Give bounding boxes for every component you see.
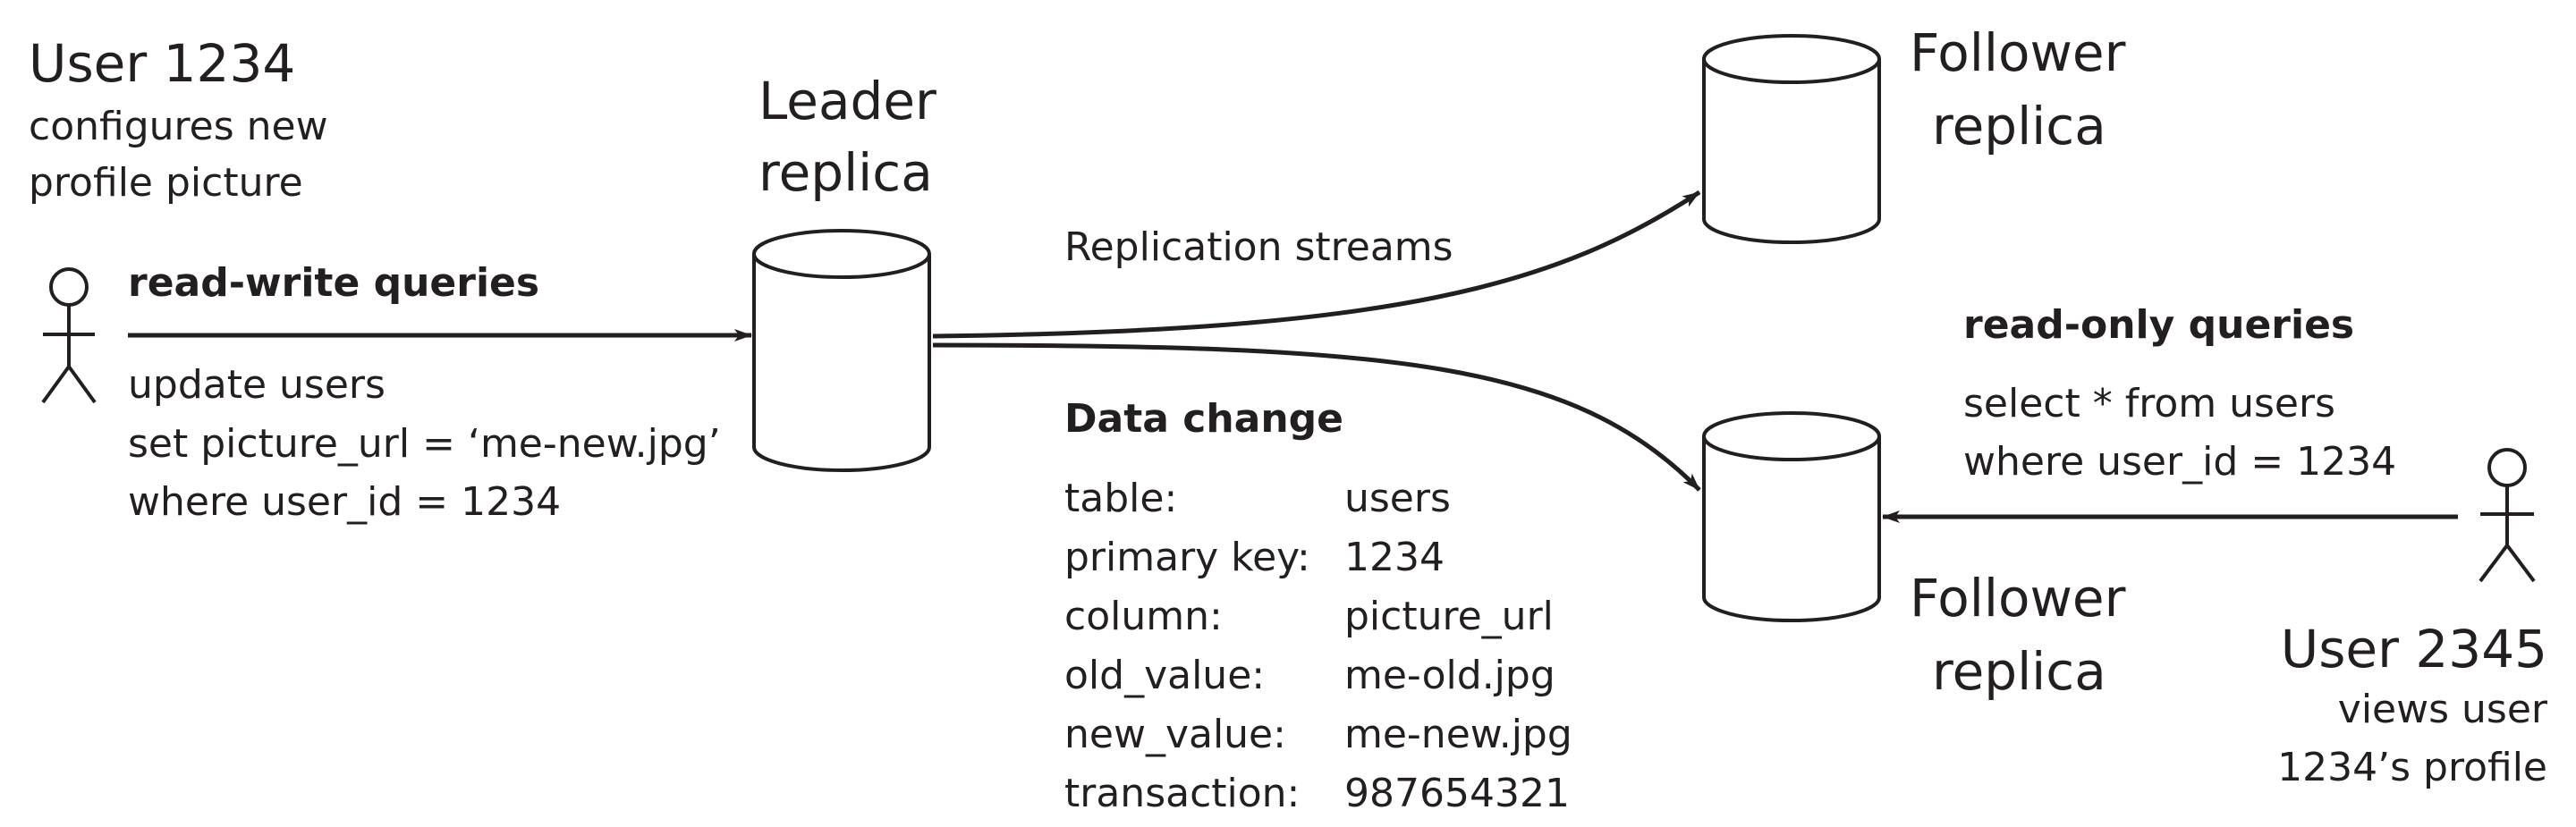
data-change-value: me-old.jpg bbox=[1344, 653, 1555, 698]
database-cylinder-icon bbox=[1702, 34, 1881, 244]
data-change-value: 1234 bbox=[1344, 535, 1445, 580]
user-2345-name: User 2345 bbox=[2280, 619, 2547, 679]
write-query-line2: set picture_url = ‘me-new.jpg’ bbox=[128, 421, 721, 467]
read-query-heading: read-only queries bbox=[1963, 302, 2355, 348]
leader-label-line2: replica bbox=[758, 142, 933, 203]
user-1234-name: User 1234 bbox=[29, 33, 296, 94]
data-change-key: old_value: bbox=[1064, 653, 1266, 698]
follower-top-label-line2: replica bbox=[1932, 96, 2106, 156]
data-change-key: new_value: bbox=[1064, 712, 1286, 757]
data-change-key: table: bbox=[1064, 476, 1178, 521]
person-icon bbox=[41, 267, 97, 404]
data-change-key: transaction: bbox=[1064, 771, 1301, 816]
replication-stream-top-arrow bbox=[932, 190, 1701, 339]
user-1234-caption-line1: configures new bbox=[29, 104, 328, 149]
data-change-value: me-new.jpg bbox=[1344, 712, 1572, 757]
follower-top-label-line1: Follower bbox=[1910, 22, 2126, 83]
write-query-heading: read-write queries bbox=[128, 260, 540, 306]
leader-label-line1: Leader bbox=[758, 71, 936, 131]
data-change-value: picture_url bbox=[1344, 594, 1554, 639]
write-query-line3: where user_id = 1234 bbox=[128, 479, 562, 525]
person-icon bbox=[2479, 448, 2536, 583]
read-query-line1: select * from users bbox=[1963, 381, 2335, 426]
write-query-line1: update users bbox=[128, 362, 386, 408]
data-change-value: users bbox=[1344, 476, 1451, 521]
database-cylinder-icon bbox=[752, 229, 931, 472]
user-2345-caption-line2: 1234’s profile bbox=[2277, 745, 2547, 790]
data-change-key: primary key: bbox=[1064, 535, 1310, 580]
user-1234-caption-line2: profile picture bbox=[29, 160, 303, 206]
data-change-heading: Data change bbox=[1064, 396, 1344, 442]
follower-bottom-label-line1: Follower bbox=[1910, 568, 2126, 629]
data-change-value: 987654321 bbox=[1344, 771, 1570, 816]
replication-streams-label: Replication streams bbox=[1064, 224, 1453, 270]
replication-stream-bottom-arrow bbox=[932, 342, 1701, 492]
data-change-key: column: bbox=[1064, 594, 1223, 639]
read-query-line2: where user_id = 1234 bbox=[1963, 439, 2397, 485]
database-cylinder-icon bbox=[1702, 411, 1881, 622]
user-2345-caption-line1: views user bbox=[2337, 687, 2547, 732]
follower-bottom-label-line2: replica bbox=[1932, 641, 2106, 702]
